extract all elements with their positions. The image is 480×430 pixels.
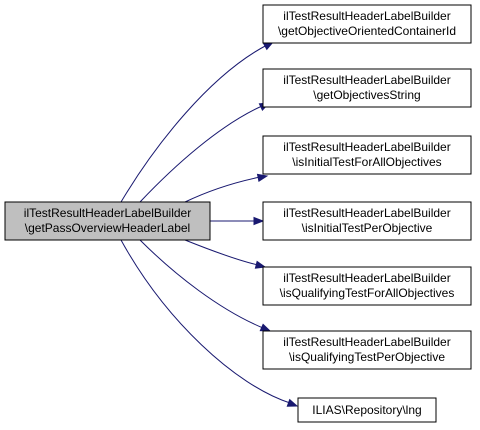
target-node-label: ILIAS\Repository\lng [312,403,421,417]
edge-to-getObjectivesString [139,105,263,203]
source-node-label-line1: ilTestResultHeaderLabelBuilder [24,206,191,220]
target-node-label-line2: \isInitialTestForAllObjectives [292,155,441,169]
target-node-label-line2: \isInitialTestPerObjective [302,221,433,235]
arrowhead-icon [256,173,269,183]
target-node-box [262,201,472,241]
source-node[interactable]: ilTestResultHeaderLabelBuilder \getPassO… [4,201,211,241]
target-node-isQualifyingTestPerObjective[interactable]: ilTestResultHeaderLabelBuilder \isQualif… [262,330,472,370]
target-node-box [262,330,472,370]
edge-to-isQualifyingTestForAllObjectives [184,239,259,266]
target-node-getObjectiveOrientedContainerId[interactable]: ilTestResultHeaderLabelBuilder \getObjec… [262,4,472,44]
target-node-label-line1: ilTestResultHeaderLabelBuilder [283,271,450,285]
arrowhead-icon [286,398,299,407]
target-node-label-line1: ilTestResultHeaderLabelBuilder [283,335,450,349]
target-node-isQualifyingTestForAllObjectives[interactable]: ilTestResultHeaderLabelBuilder \isQualif… [262,266,472,306]
target-node-lng[interactable]: ILIAS\Repository\lng [297,397,437,423]
target-node-label-line2: \getObjectivesString [313,88,420,102]
edge-to-isQualifyingTestPerObjective [139,239,264,329]
arrowhead-icon [259,323,272,332]
arrowhead-icon [253,216,265,226]
target-node-getObjectivesString[interactable]: ilTestResultHeaderLabelBuilder \getObjec… [262,68,472,108]
target-node-box [262,266,472,306]
target-node-isInitialTestPerObjective[interactable]: ilTestResultHeaderLabelBuilder \isInitia… [262,201,472,241]
target-node-label-line2: \isQualifyingTestPerObjective [289,350,445,364]
target-node-label-line2: \getObjectiveOrientedContainerId [278,24,456,38]
target-node-isInitialTestForAllObjectives[interactable]: ilTestResultHeaderLabelBuilder \isInitia… [262,135,472,175]
source-node-box [4,201,211,241]
target-node-box [262,68,472,108]
edge-to-isInitialTestForAllObjectives [184,176,261,203]
target-node-label-line1: ilTestResultHeaderLabelBuilder [283,140,450,154]
edge-to-getObjectiveOrientedContainerId [120,44,268,203]
target-node-label-line1: ilTestResultHeaderLabelBuilder [283,206,450,220]
target-node-box [297,397,437,423]
edge-to-lng [120,239,291,404]
target-node-label-line2: \isQualifyingTestForAllObjectives [280,286,455,300]
source-node-label-line2: \getPassOverviewHeaderLabel [25,221,190,235]
target-node-label-line1: ilTestResultHeaderLabelBuilder [283,9,450,23]
target-node-label-line1: ilTestResultHeaderLabelBuilder [283,73,450,87]
target-node-box [262,135,472,175]
target-node-box [262,4,472,44]
